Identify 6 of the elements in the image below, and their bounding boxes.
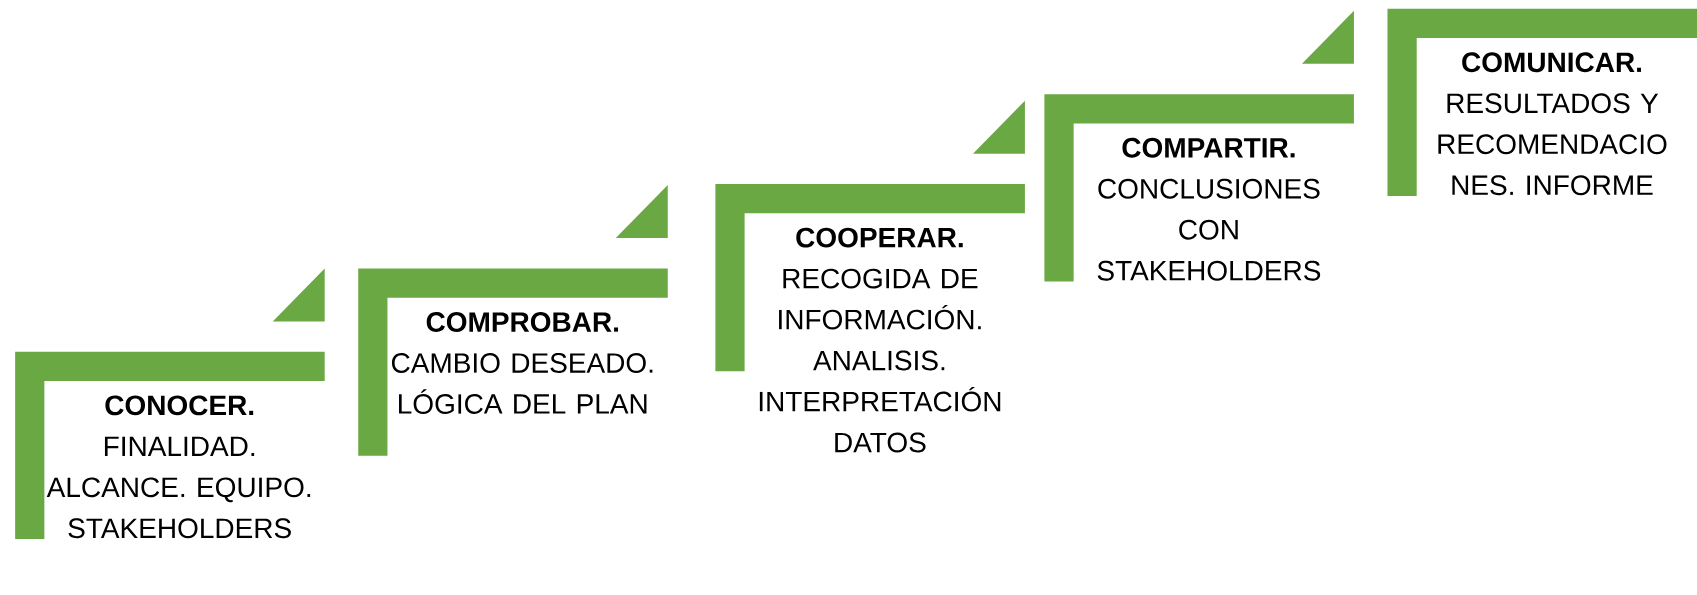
step-bracket: COMPROBAR. CAMBIO DESEADO. LÓGICA DEL PLAN: [358, 268, 668, 456]
step-bracket: COOPERAR. RECOGIDA DE INFORMACIÓN. ANALISIS. INTERPRETACIÓN DATOS: [715, 183, 1025, 453]
node-label: INTERPRETACIÓN DATOS: [759, 386, 1001, 453]
step-bracket: CONOCER. FINALIDAD. ALCANCE. EQUIPO. STAKEHOLDERS: [15, 351, 325, 539]
step-bracket: COMPARTIR. CONCLUSIONES CON STAKEHOLDERS: [1044, 94, 1354, 282]
step-bracket: COMUNICAR. RESULTADOS Y RECOMENDACIO NES. INFORME: [1387, 8, 1697, 196]
